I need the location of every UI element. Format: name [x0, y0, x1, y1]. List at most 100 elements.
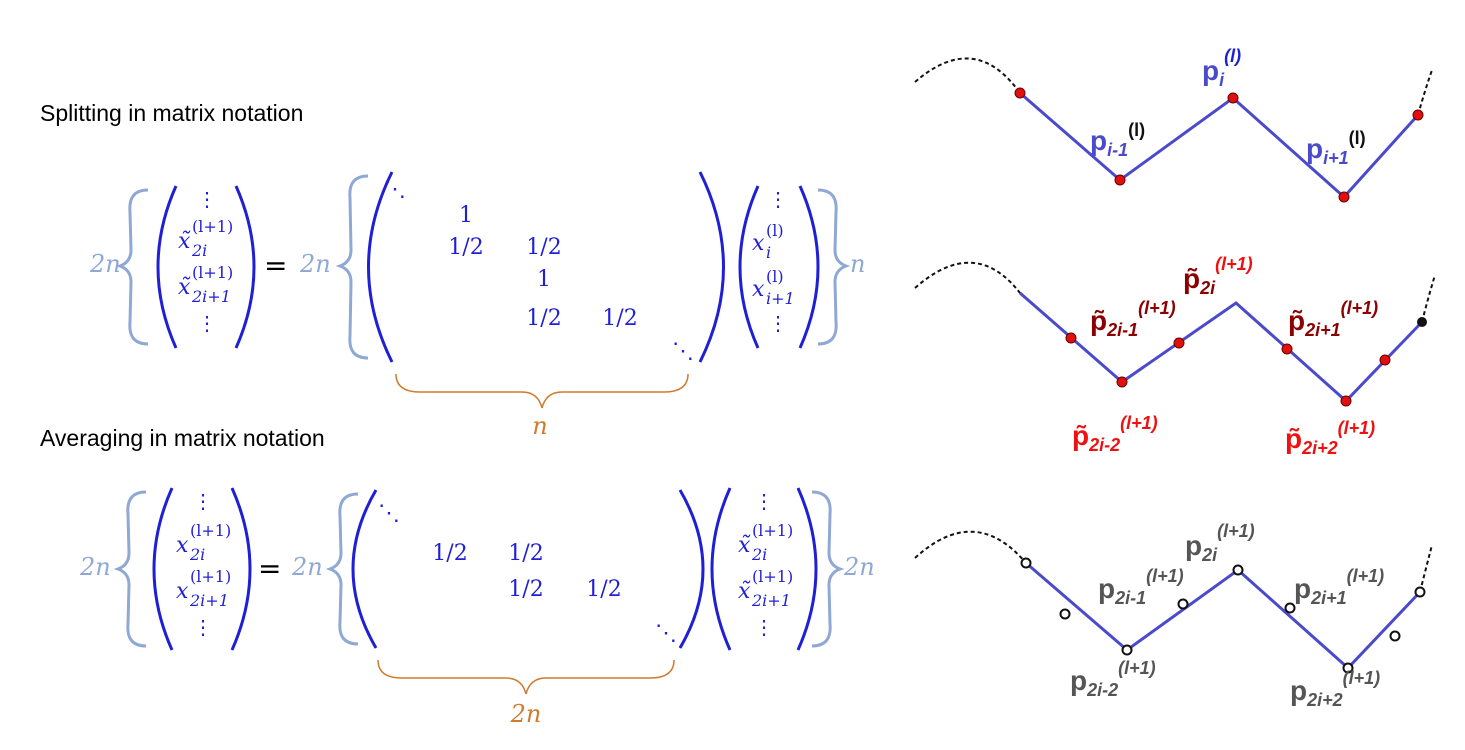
curve-top-point — [1114, 174, 1126, 186]
curve-top-point — [1227, 92, 1239, 104]
split-row2-cell1: 1/2 — [448, 235, 483, 260]
split-lhs-paren-right — [234, 185, 256, 349]
curve-bottom: p2i(l+1) p2i-1(l+1) p2i+1(l+1) p2i-2(l+1… — [914, 521, 1433, 710]
curve-top-label-pi: pi(l) — [1202, 46, 1241, 90]
curve-middle-polyline — [1019, 291, 1424, 404]
curve-bottom-point — [1342, 662, 1354, 674]
split-vec-top-dots: ⋮ — [768, 187, 788, 211]
splitting-heading: Splitting in matrix notation — [40, 100, 304, 126]
svg-text:(l): (l) — [766, 221, 784, 240]
curve-bottom-label-2i+2: p2i+2(l+1) — [1290, 668, 1380, 710]
curve-bottom-point — [1389, 630, 1401, 642]
curve-middle-point — [1065, 332, 1077, 344]
avg-vec-top-dots: ⋮ — [754, 489, 774, 513]
avg-row2-cell2: 1/2 — [586, 577, 621, 602]
svg-text:x: x — [752, 277, 765, 302]
splitting-equation: 2n ⋮ x̃ 2i (l+1) x̃ 2i+1 (l+1) ⋮ = 2n ⋱ … — [89, 171, 865, 440]
avg-vec-brace — [811, 490, 845, 648]
avg-matrix-rows-size: 2n — [291, 553, 323, 581]
curve-bottom-point — [1284, 602, 1296, 614]
split-vec-bottom-dots: ⋮ — [768, 311, 788, 335]
curve-top-point — [1338, 191, 1350, 203]
avg-cols-brace — [377, 659, 675, 695]
svg-text:2i+1: 2i+1 — [751, 591, 791, 610]
svg-text:2i+1: 2i+1 — [191, 287, 231, 306]
svg-text:(l+1): (l+1) — [752, 521, 793, 540]
split-row4-cell1: 1/2 — [526, 306, 561, 331]
avg-row1-cell2: 1/2 — [508, 541, 543, 566]
split-lhs-bottom-dots: ⋮ — [197, 311, 217, 335]
split-lhs-brace — [115, 188, 149, 346]
avg-lhs-top-dots: ⋮ — [193, 489, 213, 513]
avg-vec-entry-1: x̃ 2i (l+1) — [738, 521, 793, 564]
curve-top-label-pi-1: pi-1(l) — [1090, 120, 1145, 160]
curve-middle: p̃2i(l+1) p̃2i-1(l+1) p̃2i+1(l+1) p̃2i-2… — [914, 254, 1436, 458]
split-matrix-paren-left — [367, 171, 394, 363]
split-row4-cell2: 1/2 — [602, 306, 637, 331]
svg-text:2i: 2i — [751, 545, 767, 564]
avg-lhs-paren-right — [230, 487, 252, 651]
avg-lhs-paren-left — [152, 487, 174, 651]
split-vec-entry-1: x i (l) — [752, 221, 784, 262]
svg-text:(l+1): (l+1) — [190, 521, 231, 540]
curve-top: pi(l) pi-1(l) pi+1(l) — [914, 46, 1433, 203]
curves-svg: pi(l) pi-1(l) pi+1(l) p̃2i(l+1) — [914, 46, 1436, 710]
curve-middle-point — [1173, 337, 1185, 349]
curve-bottom-label-2i-2: p2i-2(l+1) — [1070, 658, 1156, 700]
svg-text:x̃: x̃ — [738, 533, 751, 558]
split-lhs-paren-left — [156, 185, 178, 349]
curve-top-dashed-right — [1417, 69, 1433, 116]
split-row3-cell1: 1 — [537, 267, 551, 292]
avg-lhs-bottom-dots: ⋮ — [193, 615, 213, 639]
svg-text:2i+1: 2i+1 — [189, 591, 229, 610]
avg-matrix-paren-right — [678, 489, 705, 649]
split-vec-entry-2: x i+1 (l) — [752, 267, 795, 308]
curve-bottom-point — [1232, 564, 1244, 576]
avg-matrix-rows-brace — [325, 492, 359, 646]
svg-text:x: x — [176, 533, 189, 558]
svg-text:i: i — [766, 243, 771, 262]
split-lhs-size: 2n — [89, 250, 121, 278]
split-matrix-paren-right — [698, 171, 725, 363]
curve-middle-point — [1340, 395, 1352, 407]
curve-middle-point — [1281, 343, 1293, 355]
split-vec-size: n — [850, 250, 865, 278]
avg-vec-entry-2: x̃ 2i+1 (l+1) — [738, 567, 793, 610]
curve-bottom-label-2i-1: p2i-1(l+1) — [1098, 566, 1184, 608]
curve-bottom-point — [1059, 608, 1071, 620]
svg-text:x̃: x̃ — [178, 275, 191, 300]
svg-text:(l+1): (l+1) — [190, 567, 231, 586]
svg-text:i+1: i+1 — [766, 289, 795, 308]
svg-text:x: x — [752, 231, 765, 256]
avg-matrix-paren-left — [351, 489, 378, 649]
curve-middle-point — [1379, 354, 1391, 366]
avg-vec-paren-left — [710, 487, 732, 651]
curve-middle-point — [1417, 317, 1427, 327]
curve-bottom-label-2i: p2i(l+1) — [1185, 521, 1255, 565]
avg-vec-size: 2n — [843, 553, 875, 581]
curve-middle-label-2i: p̃2i(l+1) — [1183, 254, 1253, 298]
svg-text:x̃: x̃ — [178, 229, 191, 254]
split-matrix-rows-brace — [335, 174, 369, 360]
curve-bottom-dashed-left — [914, 530, 1027, 564]
svg-text:(l): (l) — [766, 267, 784, 286]
svg-text:(l+1): (l+1) — [752, 567, 793, 586]
split-vec-paren-left — [738, 185, 760, 349]
curve-bottom-point — [1177, 598, 1189, 610]
curve-middle-dashed-right — [1421, 274, 1436, 323]
avg-equals: = — [258, 552, 281, 585]
svg-text:(l+1): (l+1) — [192, 263, 233, 282]
svg-text:2i: 2i — [189, 545, 205, 564]
split-matrix-dots-br: ⋱ — [672, 339, 694, 364]
avg-vec-paren-right — [796, 487, 818, 651]
svg-text:2i: 2i — [191, 241, 207, 260]
split-lhs-entry-1: x̃ 2i (l+1) — [178, 217, 233, 260]
averaging-equation: 2n ⋮ x 2i (l+1) x 2i+1 (l+1) ⋮ = 2n ⋱ ⋱ — [79, 487, 875, 728]
curve-bottom-point — [1414, 586, 1426, 598]
split-cols-size: n — [532, 412, 547, 440]
curve-top-point — [1412, 109, 1424, 121]
svg-text:x: x — [176, 579, 189, 604]
avg-lhs-entry-2: x 2i+1 (l+1) — [176, 567, 231, 610]
avg-lhs-entry-1: x 2i (l+1) — [176, 521, 231, 564]
